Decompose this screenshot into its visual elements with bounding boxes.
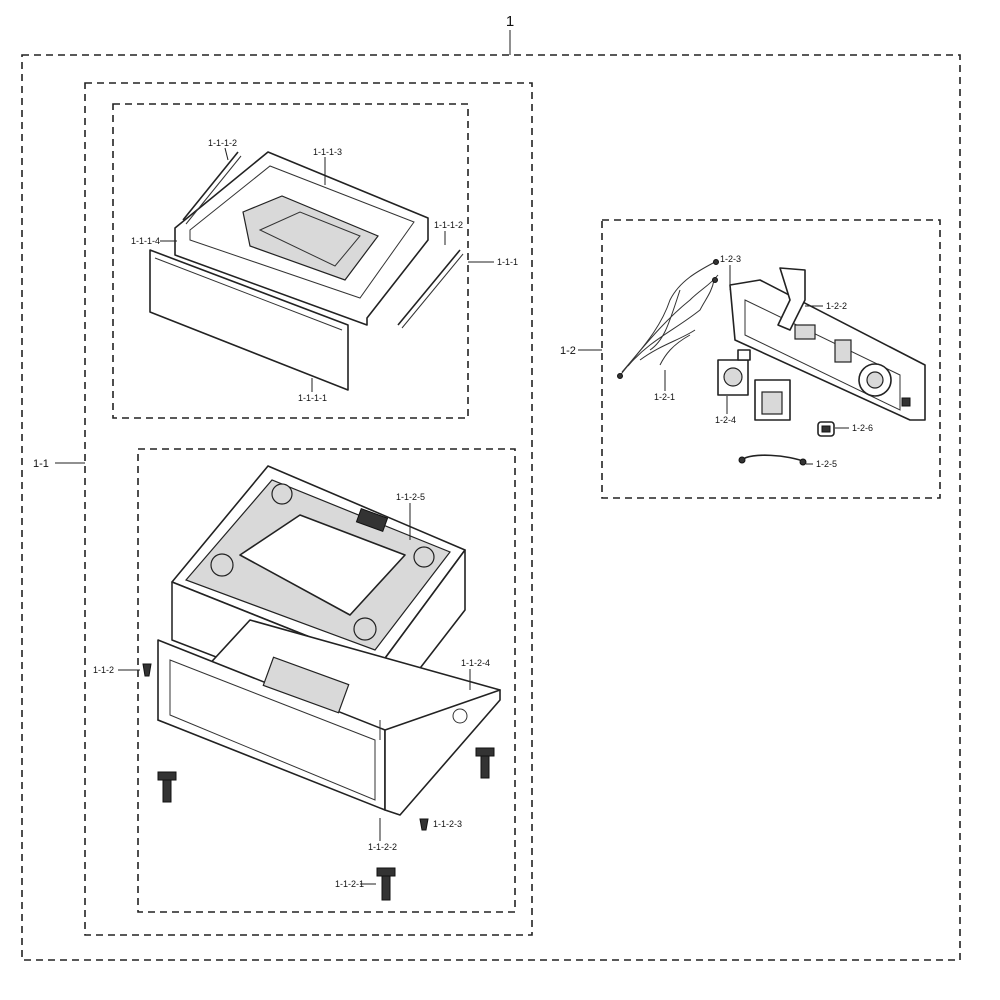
hose-clamp-1-2-5-icon [738,454,807,466]
label-1-2-3: 1-2-3 [720,254,741,264]
label-1-2: 1-2 [560,345,576,357]
label-1-1-2-1: 1-1-2-1 [335,879,364,889]
label-1-1-1-1: 1-1-1-1 [298,393,327,403]
group-box-1-1-1 [112,103,469,419]
label-1-2-6: 1-2-6 [852,423,873,433]
label-1-1-1-3: 1-1-1-3 [313,147,342,157]
sensor-1-2-6-icon [817,421,835,437]
label-1-1-2-3: 1-1-2-3 [433,819,462,829]
bracket-1-2-2-drawing [777,267,806,331]
label-1-1: 1-1 [33,458,49,470]
label-1-2-2: 1-2-2 [826,301,847,311]
group-box-1-2 [601,219,941,499]
pcb-panel-drawing [729,279,926,421]
label-1-1-2-2: 1-1-2-2 [368,842,397,852]
label-1: 1 [506,13,514,30]
label-1-2-1: 1-2-1 [654,392,675,402]
screw-1-1-2-icon [142,663,152,677]
label-1-1-1-4: 1-1-1-4 [131,236,160,246]
group-box-1 [21,54,961,961]
wire-harness-drawing [617,259,719,379]
label-1-1-1: 1-1-1 [497,257,518,267]
foot-screw-left-icon [157,771,177,803]
label-1-2-4: 1-2-4 [715,415,736,425]
group-box-1-1 [84,82,533,936]
label-1-1-1-2-left: 1-1-1-2 [208,138,237,148]
label-1-1-2: 1-1-2 [93,665,114,675]
pedestal-frame-drawing [157,465,501,816]
foot-screw-1-1-2-1-icon [376,867,396,901]
drawer-assembly-drawing [149,151,464,391]
bolt-1-1-2-3-icon [419,818,429,831]
label-1-1-1-2-right: 1-1-1-2 [434,220,463,230]
label-1-2-5: 1-2-5 [816,459,837,469]
label-1-1-2-4: 1-1-2-4 [461,658,490,668]
foot-screw-right-icon [475,747,495,779]
valve-assembly-drawing [717,349,791,421]
label-1-1-2-5: 1-1-2-5 [396,492,425,502]
